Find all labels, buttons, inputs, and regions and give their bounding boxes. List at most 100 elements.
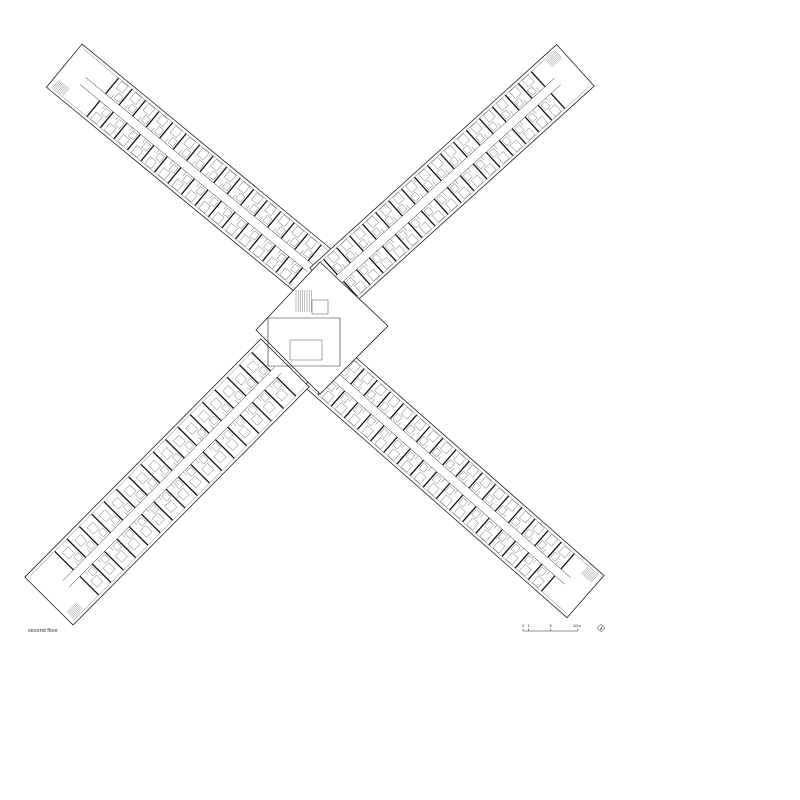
room-wall (478, 118, 494, 135)
door (207, 446, 212, 451)
bed (558, 545, 571, 559)
facade-line (308, 386, 567, 613)
bed (532, 522, 545, 535)
bed (275, 388, 288, 401)
bed (129, 92, 142, 105)
door (137, 116, 142, 121)
room-wall (435, 482, 451, 500)
stair-tread (74, 603, 82, 611)
facade-line (51, 87, 299, 292)
door (510, 111, 515, 116)
scale-tick-label: 1 (528, 623, 531, 628)
room-wall (239, 414, 260, 434)
bathroom (488, 121, 498, 132)
door (148, 486, 153, 491)
bathroom (140, 114, 151, 125)
door (222, 412, 227, 416)
door (220, 434, 224, 439)
bed (374, 436, 387, 450)
door (111, 524, 116, 528)
door (257, 397, 261, 401)
door (414, 455, 419, 460)
bathroom (196, 428, 207, 438)
bed (340, 239, 353, 252)
bathroom (147, 477, 158, 488)
door (146, 509, 151, 513)
room-wall (472, 163, 488, 180)
bed (164, 500, 178, 513)
stair-tread (545, 59, 553, 68)
bed (238, 425, 251, 439)
bed (532, 575, 545, 589)
door (493, 524, 498, 529)
room-wall (214, 389, 235, 409)
bed (148, 459, 161, 473)
bed (400, 406, 414, 420)
bed (367, 268, 380, 282)
room-wall (381, 245, 397, 262)
room-wall (226, 177, 241, 195)
bathroom (397, 230, 408, 240)
bed (413, 471, 427, 485)
room-wall (426, 165, 442, 182)
bed (419, 221, 432, 235)
bed (210, 397, 223, 411)
room-wall (186, 144, 201, 162)
stair-tread (66, 611, 75, 619)
bed (453, 453, 466, 466)
bathroom (345, 250, 356, 261)
wing-north-west (45, 43, 337, 297)
bed (222, 385, 235, 398)
bed (418, 168, 431, 182)
room-wall (448, 494, 464, 511)
bathroom (208, 170, 219, 181)
core-outline (255, 261, 389, 395)
bed (492, 540, 506, 554)
door (523, 99, 527, 104)
room-wall (280, 222, 295, 239)
room-wall (375, 212, 390, 229)
stair-tread (62, 87, 70, 96)
bathroom (173, 479, 184, 490)
room-wall (177, 426, 198, 447)
room-wall (550, 92, 566, 110)
bed (445, 198, 458, 211)
room-wall (264, 389, 284, 409)
door (244, 409, 249, 414)
wing-north-east (309, 43, 595, 311)
stair-tread (588, 572, 596, 581)
bathroom (475, 159, 486, 170)
door (247, 387, 251, 392)
door (269, 384, 274, 389)
door (532, 109, 537, 114)
door (506, 536, 511, 541)
door (484, 134, 489, 139)
room-wall (202, 451, 223, 472)
room-wall (527, 563, 543, 581)
door (299, 250, 304, 255)
bed (426, 483, 440, 496)
room-wall (86, 100, 101, 118)
room-wall (323, 259, 338, 276)
scale-tick-label: 5 (550, 623, 553, 628)
room-wall (251, 401, 272, 422)
bed (304, 236, 318, 250)
room-wall (442, 449, 457, 466)
bed (496, 98, 509, 111)
door (234, 399, 239, 404)
door (545, 97, 550, 102)
bathroom (392, 439, 403, 450)
bathroom (168, 163, 179, 174)
bathroom (384, 241, 395, 252)
bathroom (458, 470, 468, 481)
bathroom (484, 520, 495, 531)
door (160, 474, 165, 479)
bathroom (392, 413, 403, 423)
bathroom (161, 491, 172, 502)
bathroom (289, 237, 300, 248)
door (183, 471, 188, 476)
bed (123, 484, 137, 498)
room-wall (276, 376, 297, 397)
door (364, 262, 368, 267)
room-wall (485, 151, 501, 168)
